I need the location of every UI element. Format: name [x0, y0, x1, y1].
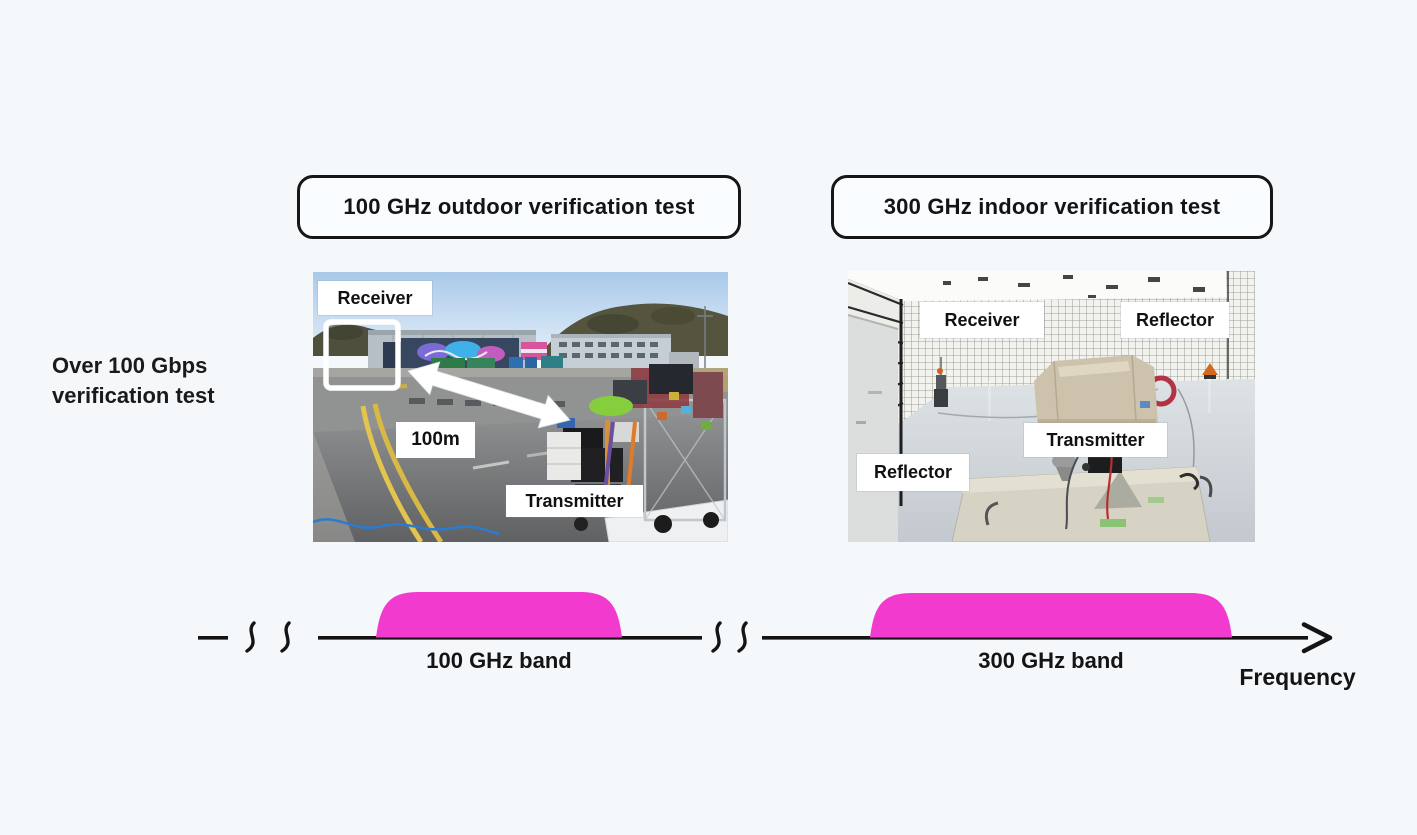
frequency-axis-label: Frequency	[1225, 664, 1370, 691]
transmitter-cart-indoor	[951, 354, 1213, 542]
outdoor-transmitter-label-text: Transmitter	[525, 490, 624, 511]
band-100ghz-label: 100 GHz band	[376, 648, 622, 674]
outdoor-receiver-label-text: Receiver	[337, 287, 413, 308]
indoor-test-title-box: 300 GHz indoor verification test	[831, 175, 1273, 239]
partition-panel	[848, 299, 903, 542]
band-300ghz-label-text: 300 GHz band	[978, 648, 1124, 673]
distance-arrow-icon	[407, 361, 571, 429]
receiver-highlight-box	[323, 319, 401, 391]
distant-reflector-object	[1202, 363, 1218, 379]
frequency-bands	[376, 592, 1232, 638]
indoor-photo: Receiver Reflector Transmitter Reflector	[848, 271, 1255, 542]
indoor-receiver-label-text: Receiver	[944, 309, 1020, 330]
side-caption-line2: verification test	[52, 383, 215, 408]
indoor-reflector-top-label: Reflector	[1121, 302, 1229, 338]
ceiling	[848, 271, 1255, 301]
axis-break-icons	[245, 621, 748, 653]
outdoor-test-title: 100 GHz outdoor verification test	[343, 194, 695, 219]
indoor-photo-illustration	[848, 271, 1255, 542]
outdoor-receiver-label: Receiver	[318, 281, 432, 315]
band-300ghz-label: 300 GHz band	[870, 648, 1232, 674]
axis-arrowhead-icon	[1301, 622, 1333, 654]
band-300ghz-shape	[870, 593, 1232, 638]
indoor-reflector-bottom-label-text: Reflector	[873, 462, 953, 482]
axis-break-icon	[711, 621, 722, 653]
outdoor-distance-label: 100m	[396, 422, 475, 458]
outdoor-photo: Receiver 100m Transmitter	[313, 272, 728, 542]
side-caption: Over 100 Gbps verification test	[52, 351, 215, 411]
outdoor-transmitter-label: Transmitter	[506, 485, 643, 517]
axis-break-icon	[245, 621, 256, 653]
outdoor-test-title-box: 100 GHz outdoor verification test	[297, 175, 741, 239]
side-caption-line1: Over 100 Gbps	[52, 353, 208, 378]
axis-break-icon	[737, 621, 748, 653]
indoor-reflector-top-label-text: Reflector	[1135, 309, 1215, 330]
band-100ghz-label-text: 100 GHz band	[426, 648, 572, 673]
outdoor-distance-label-text: 100m	[411, 429, 460, 450]
indoor-transmitter-label: Transmitter	[1024, 423, 1167, 457]
blue-cable	[313, 518, 500, 536]
frequency-axis	[198, 592, 1333, 654]
distant-receiver-robot	[934, 357, 948, 407]
indoor-reflector-bottom-label: Reflector	[857, 454, 969, 491]
indoor-transmitter-label-text: Transmitter	[1046, 429, 1145, 450]
right-wall-grid	[1226, 271, 1255, 379]
indoor-receiver-label: Receiver	[920, 302, 1044, 338]
axis-break-icon	[280, 621, 291, 653]
band-100ghz-shape	[376, 592, 622, 638]
indoor-test-title: 300 GHz indoor verification test	[883, 194, 1221, 219]
frequency-axis-label-text: Frequency	[1239, 664, 1356, 690]
